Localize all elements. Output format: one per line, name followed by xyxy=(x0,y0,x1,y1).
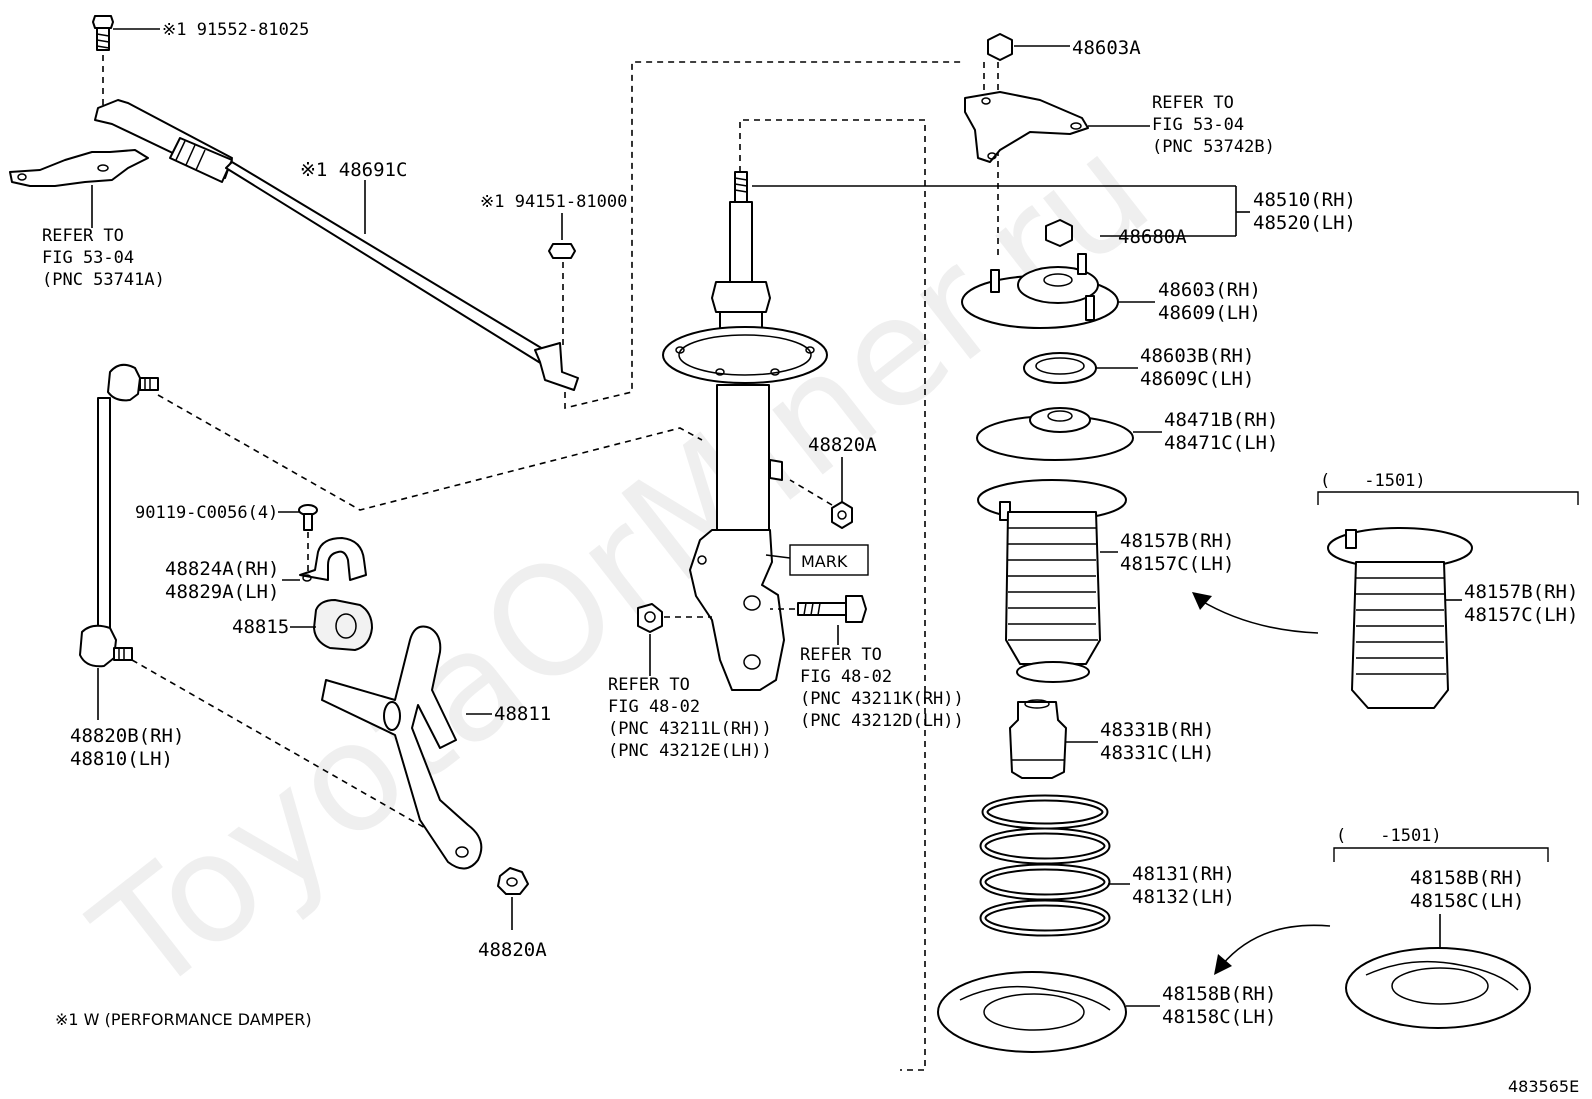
refer-43211l-line3: (PNC 43211L(RH)) xyxy=(608,719,772,739)
refer-43211l-line4: (PNC 43212E(LH)) xyxy=(608,741,772,761)
callout-lower-ins-alt-lh: 48158C(LH) xyxy=(1410,890,1524,912)
mount-nut-part[interactable] xyxy=(1045,219,1073,247)
callout-bushing: 48815 xyxy=(232,616,289,638)
callout-lower-ins-alt-rh: 48158B(RH) xyxy=(1410,867,1524,889)
top-bolt-part[interactable] xyxy=(92,15,114,51)
refer-53741a-line2: FIG 53-04 xyxy=(42,248,134,268)
callout-bearing-rh: 48603B(RH) xyxy=(1140,345,1254,367)
callout-spring-lh: 48132(LH) xyxy=(1132,886,1235,908)
strut-nut-part[interactable] xyxy=(831,501,853,529)
stabilizer-bushing-part[interactable] xyxy=(313,599,373,651)
footnote: ※1 W (PERFORMANCE DAMPER) xyxy=(55,1010,312,1029)
refer-43211k-line3: (PNC 43211K(RH)) xyxy=(800,689,964,709)
refer-43211k-line2: FIG 48-02 xyxy=(800,667,892,687)
mark-label-box: MARK xyxy=(789,544,869,576)
callout-nut-damper: ※1 94151-81000 xyxy=(480,192,627,212)
bracket-bolt-part[interactable] xyxy=(298,504,318,531)
refer-43211l-line1: REFER TO xyxy=(608,675,690,695)
callout-mount-rh: 48603(RH) xyxy=(1158,279,1261,301)
callout-nut-top: 48603A xyxy=(1072,37,1141,59)
callout-mount-lh: 48609(LH) xyxy=(1158,302,1261,324)
lower-insulator-part[interactable] xyxy=(937,971,1127,1053)
strut-bolt-part[interactable] xyxy=(797,595,867,623)
bump-stop-part[interactable] xyxy=(1009,699,1067,779)
callout-nut-strut: 48820A xyxy=(808,434,877,456)
refer-53742b-line2: FIG 53-04 xyxy=(1152,115,1244,135)
boot-alt-part[interactable] xyxy=(1327,527,1473,709)
performance-damper-part[interactable] xyxy=(94,99,579,391)
callout-link-rh: 48820B(RH) xyxy=(70,725,184,747)
callout-strut-rh: 48510(RH) xyxy=(1253,189,1356,211)
upper-seat-part[interactable] xyxy=(976,407,1134,461)
callout-boot-alt-rh: 48157B(RH) xyxy=(1464,581,1578,603)
callout-damper: ※1 48691C xyxy=(300,159,407,181)
coil-spring-part[interactable] xyxy=(979,794,1111,937)
refer-53742b-line3: (PNC 53742B) xyxy=(1152,137,1275,157)
lower-ins-alt-range: ( -1501) xyxy=(1336,826,1442,846)
callout-nut-mount: 48680A xyxy=(1118,226,1187,248)
refer-43211k-line1: REFER TO xyxy=(800,645,882,665)
callout-lower-ins-lh: 48158C(LH) xyxy=(1162,1006,1276,1028)
callout-stabilizer: 48811 xyxy=(494,703,551,725)
callout-upper-seat-lh: 48471C(LH) xyxy=(1164,432,1278,454)
stabilizer-bracket-part[interactable] xyxy=(299,537,367,582)
damper-nut-part[interactable] xyxy=(548,243,576,259)
damper-bracket-part[interactable] xyxy=(9,149,149,187)
callout-boot-alt-lh: 48157C(LH) xyxy=(1464,604,1578,626)
strut-nut-lower-part[interactable] xyxy=(637,603,663,633)
refer-53741a-line1: REFER TO xyxy=(42,226,124,246)
refer-53741a-line3: (PNC 53741A) xyxy=(42,270,165,290)
callout-spring-rh: 48131(RH) xyxy=(1132,863,1235,885)
arrow-lower-ins-icon xyxy=(1214,954,1232,975)
callout-upper-seat-rh: 48471B(RH) xyxy=(1164,409,1278,431)
callout-bumper-lh: 48331C(LH) xyxy=(1100,742,1214,764)
callout-bracket-rh: 48824A(RH) xyxy=(165,558,279,580)
stabilizer-bar-part[interactable] xyxy=(321,625,483,870)
bottom-nut-part[interactable] xyxy=(497,867,529,895)
callout-bearing-lh: 48609C(LH) xyxy=(1140,368,1254,390)
strut-assembly-part[interactable] xyxy=(662,171,828,691)
diagram-id: 483565E xyxy=(1508,1077,1579,1096)
mark-label: MARK xyxy=(801,552,848,571)
callout-bolt-top: ※1 91552-81025 xyxy=(162,20,309,40)
callout-bracket-lh: 48829A(LH) xyxy=(165,581,279,603)
callout-boot-rh: 48157B(RH) xyxy=(1120,530,1234,552)
refer-53742b-line1: REFER TO xyxy=(1152,93,1234,113)
top-bracket-part[interactable] xyxy=(964,91,1089,163)
refer-43211k-line4: (PNC 43212D(LH)) xyxy=(800,711,964,731)
boot-part[interactable] xyxy=(977,479,1127,683)
boot-alt-range: ( -1501) xyxy=(1320,471,1426,491)
callout-bolt-bracket: 90119-C0056(4) xyxy=(135,503,278,523)
callout-nut-bottom: 48820A xyxy=(478,939,547,961)
callout-link-lh: 48810(LH) xyxy=(70,748,173,770)
callout-lower-ins-rh: 48158B(RH) xyxy=(1162,983,1276,1005)
refer-43211l-line2: FIG 48-02 xyxy=(608,697,700,717)
top-nut-part[interactable] xyxy=(987,33,1013,61)
stabilizer-link-part[interactable] xyxy=(79,363,159,668)
arrow-boot-icon xyxy=(1192,592,1212,610)
lower-insulator-alt-part[interactable] xyxy=(1345,947,1531,1029)
bearing-part[interactable] xyxy=(1023,352,1097,384)
callout-boot-lh: 48157C(LH) xyxy=(1120,553,1234,575)
callout-strut-lh: 48520(LH) xyxy=(1253,212,1356,234)
callout-bumper-rh: 48331B(RH) xyxy=(1100,719,1214,741)
